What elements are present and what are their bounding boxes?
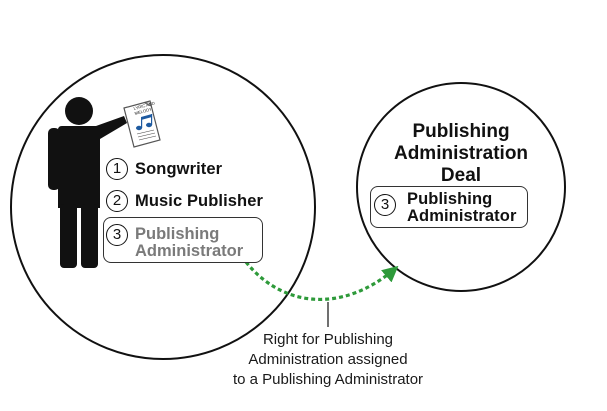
music-notes <box>136 114 153 131</box>
deal-title-line-1: Publishing <box>412 121 510 142</box>
deal-role-number-3: 3 <box>374 194 396 216</box>
role-label-songwriter: Songwriter <box>135 160 223 178</box>
role-label-administrator: Administrator <box>135 242 244 260</box>
music-sheet-icon: LYRIC AND MELODY <box>123 100 161 148</box>
role-number-2: 2 <box>106 190 128 212</box>
deal-administrator-box <box>370 186 528 228</box>
assignment-arrow <box>244 261 399 301</box>
role-number-1: 1 <box>106 158 128 180</box>
caption-line-1: Right for Publishing <box>262 331 394 348</box>
sheet-title-line-1: LYRIC AND <box>133 100 155 110</box>
deal-title-line-2: Administration <box>393 143 529 164</box>
publishing-administrator-box <box>103 217 263 263</box>
role-label-music-publisher: Music Publisher <box>135 192 264 210</box>
role-number-3: 3 <box>106 224 128 246</box>
sheet-lines <box>136 129 157 141</box>
role-label-publishing: Publishing <box>135 225 220 243</box>
right-circle <box>356 82 566 292</box>
deal-role-publishing: Publishing <box>407 190 493 208</box>
deal-title-line-3: Deal <box>440 165 482 186</box>
caption-line-3: to a Publishing Administrator <box>232 371 424 388</box>
left-circle <box>10 54 316 360</box>
caption-line-2: Administration assigned <box>248 351 408 368</box>
deal-role-administrator: Administrator <box>407 207 517 225</box>
sheet-title-line-2: MELODY <box>134 107 153 116</box>
person-pointing-icon <box>48 97 127 268</box>
